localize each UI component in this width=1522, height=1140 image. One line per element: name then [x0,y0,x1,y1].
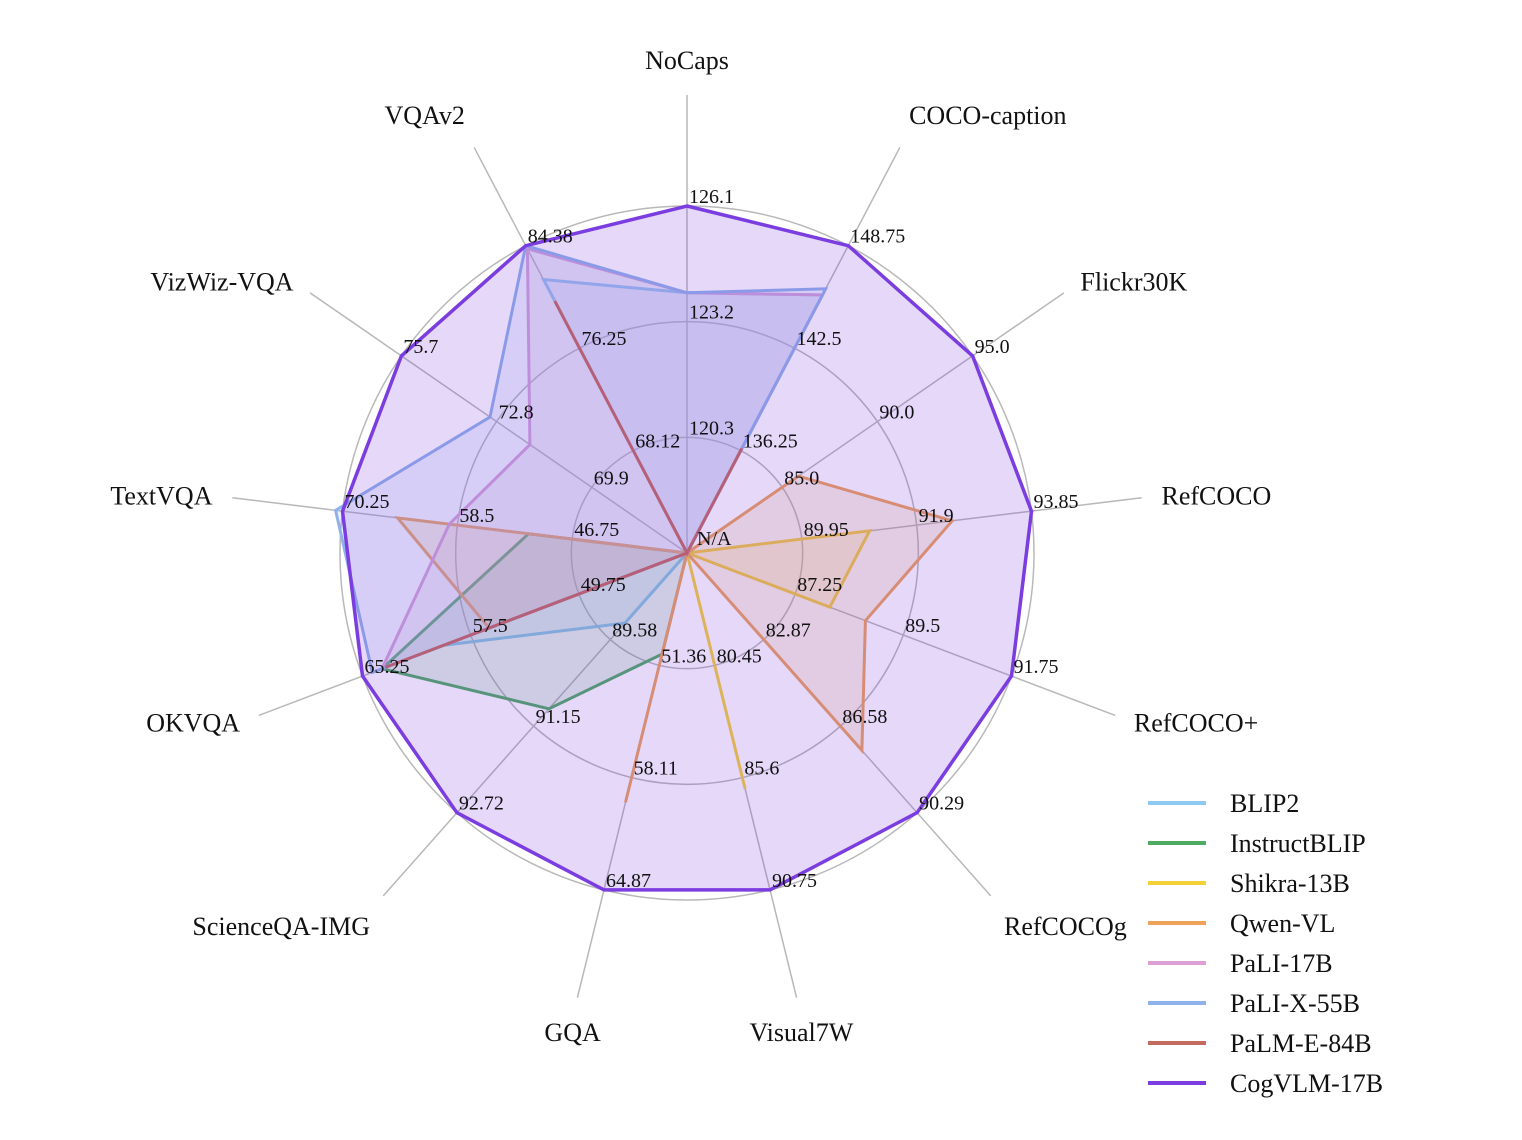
tick-label-5-3: 91.75 [1014,656,1059,678]
tick-label-2-2: 142.5 [797,328,842,350]
tick-label-10-2: 57.5 [473,615,508,637]
tick-label-1-3: 126.1 [689,186,734,208]
legend-label-8: CogVLM-17B [1230,1069,1383,1098]
tick-label-11-1: 46.75 [574,519,619,541]
series-shikra-13b [684,528,873,790]
tick-label-7-2: 85.6 [744,758,779,780]
axis-label-visual7w: Visual7W [749,1018,853,1047]
tick-label-1-2: 123.2 [689,302,734,324]
center-label: N/A [697,528,732,550]
legend-label-5: PaLI-17B [1230,949,1333,978]
axis-label-flickr30k: Flickr30K [1080,268,1187,297]
tick-label-12-2: 72.8 [499,402,534,424]
tick-label-12-3: 75.7 [403,336,438,358]
tick-label-7-1: 80.45 [717,645,762,667]
tick-label-6-2: 86.58 [842,706,887,728]
tick-label-3-2: 90.0 [879,402,914,424]
tick-label-2-1: 136.25 [743,431,798,453]
axis-label-refcoco: RefCOCO [1162,481,1272,510]
tick-label-8-2: 58.11 [634,758,678,780]
spoke-12 [309,292,688,554]
tick-label-4-2: 91.9 [919,505,954,527]
series-cogvlm-17b [340,204,1034,892]
tick-label-4-1: 89.95 [804,519,849,541]
legend-label-3: Shikra-13B [1230,869,1350,898]
tick-label-6-3: 90.29 [919,793,964,815]
axis-label-textvqa: TextVQA [110,481,212,510]
tick-label-13-3: 84.38 [528,226,573,248]
axis-label-vizwiz-vqa: VizWiz-VQA [150,268,293,297]
axis-label-gqa: GQA [544,1018,601,1047]
tick-label-9-3: 92.72 [459,793,504,815]
radar-series [333,204,1034,892]
tick-label-9-2: 91.15 [536,706,581,728]
series-palm-e-84b [384,300,744,669]
axis-label-vqav2: VQAv2 [384,101,464,130]
tick-labels: 120.3 123.2 126.1 136.25 142.5 148.75 85.0 90.0… [345,186,1079,892]
tick-label-5-2: 89.5 [905,615,940,637]
legend-label-1: BLIP2 [1230,789,1299,818]
axis-label-coco-caption: COCO-caption [909,101,1066,130]
tick-label-11-3: 70.25 [345,491,390,513]
tick-label-10-1: 49.75 [581,574,626,596]
axis-label-refcocog: RefCOCOg [1004,912,1127,941]
tick-label-13-1: 68.12 [635,431,680,453]
tick-label-10-3: 65.25 [365,656,410,678]
tick-label-8-1: 51.36 [661,645,706,667]
axis-label-nocaps: NoCaps [645,46,729,75]
tick-label-5-1: 87.25 [797,574,842,596]
legend-label-4: Qwen-VL [1230,909,1335,938]
axis-label-scienceqa-img: ScienceQA-IMG [192,912,370,941]
tick-label-3-1: 85.0 [784,467,819,489]
legend-label-6: PaLI-X-55B [1230,989,1360,1018]
tick-label-7-3: 90.75 [772,870,817,892]
tick-label-8-3: 64.87 [606,870,651,892]
tick-label-2-3: 148.75 [850,226,905,248]
tick-label-13-2: 76.25 [582,328,627,350]
legend-label-7: PaLM-E-84B [1230,1029,1372,1058]
tick-label-1-1: 120.3 [689,417,734,439]
tick-label-9-1: 89.58 [612,620,657,642]
tick-label-6-1: 82.87 [766,620,811,642]
tick-label-11-2: 58.5 [459,505,494,527]
legend-label-2: InstructBLIP [1230,829,1366,858]
axis-label-okvqa: OKVQA [146,709,240,738]
tick-label-12-1: 69.9 [594,467,629,489]
tick-label-4-3: 93.85 [1034,491,1079,513]
axis-label-refcoco-: RefCOCO+ [1134,709,1258,738]
tick-label-3-3: 95.0 [975,336,1010,358]
